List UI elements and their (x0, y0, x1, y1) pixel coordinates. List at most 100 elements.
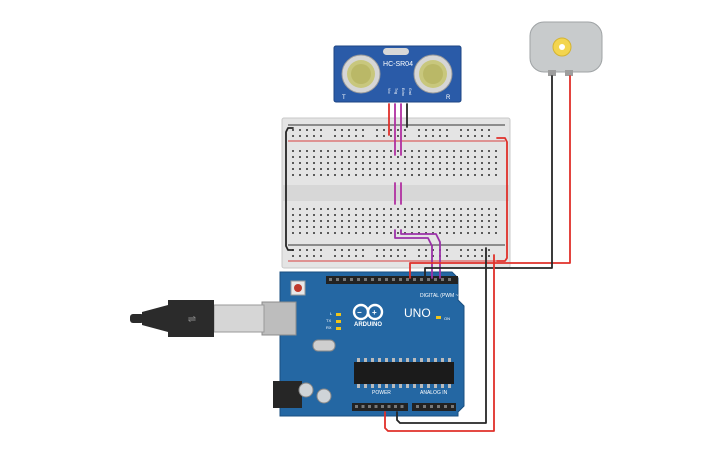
breadboard-hole (327, 220, 329, 222)
power-header (352, 403, 408, 411)
breadboard-hole (299, 168, 301, 170)
breadboard-hole (474, 220, 476, 222)
breadboard-hole (306, 249, 308, 251)
breadboard-hole (320, 255, 322, 257)
breadboard-hole (439, 226, 441, 228)
breadboard-hole (390, 214, 392, 216)
breadboard-hole (334, 255, 336, 257)
breadboard-hole (362, 249, 364, 251)
chip-pin (357, 358, 360, 362)
breadboard-hole (411, 162, 413, 164)
breadboard-hole (460, 249, 462, 251)
breadboard-hole (390, 255, 392, 257)
breadboard-hole (404, 156, 406, 158)
breadboard-hole (292, 162, 294, 164)
breadboard-hole (418, 129, 420, 131)
breadboard-hole (488, 156, 490, 158)
breadboard-hole (460, 129, 462, 131)
breadboard-hole (404, 214, 406, 216)
pin-socket (385, 278, 388, 281)
breadboard-hole (362, 255, 364, 257)
chip-pin (357, 384, 360, 388)
breadboard-hole (495, 156, 497, 158)
breadboard-hole (404, 150, 406, 152)
sensor-pin-label-trig: Trig (394, 88, 398, 94)
digital-pin-sockets (329, 278, 451, 281)
breadboard-hole (306, 156, 308, 158)
led-label-tx: TX (326, 318, 331, 323)
breadboard-hole (383, 220, 385, 222)
breadboard-hole (404, 255, 406, 257)
chip-pin (420, 384, 423, 388)
breadboard-hole (390, 162, 392, 164)
led-label-l: L (330, 311, 333, 316)
breadboard-hole (355, 208, 357, 210)
capacitor (298, 382, 314, 398)
breadboard-hole (439, 162, 441, 164)
breadboard-hole (327, 208, 329, 210)
chip-pin (434, 384, 437, 388)
breadboard-hole (299, 214, 301, 216)
breadboard-hole (432, 162, 434, 164)
pin-socket (437, 405, 440, 408)
breadboard-hole (446, 174, 448, 176)
breadboard-hole (481, 150, 483, 152)
breadboard-hole (355, 174, 357, 176)
breadboard-hole (376, 150, 378, 152)
breadboard-hole (397, 135, 399, 137)
breadboard-hole (383, 156, 385, 158)
breadboard-hole (299, 174, 301, 176)
pin-socket (406, 278, 409, 281)
breadboard-hole (460, 220, 462, 222)
chip-pin (420, 358, 423, 362)
breadboard-hole (453, 174, 455, 176)
breadboard-hole (467, 135, 469, 137)
chip-pin (371, 384, 374, 388)
wire-gnd-to-rail (396, 247, 487, 424)
breadboard-hole (376, 174, 378, 176)
wire-motor-negative (424, 75, 553, 279)
breadboard-hole (376, 129, 378, 131)
breadboard-hole (488, 168, 490, 170)
breadboard-hole (481, 174, 483, 176)
breadboard-hole (376, 214, 378, 216)
breadboard-hole (432, 208, 434, 210)
breadboard-hole (495, 232, 497, 234)
breadboard-hole (481, 232, 483, 234)
breadboard-hole (348, 135, 350, 137)
chip-pin (392, 384, 395, 388)
breadboard-hole (474, 255, 476, 257)
breadboard-hole (362, 168, 364, 170)
breadboard-hole (362, 208, 364, 210)
breadboard-hole (383, 174, 385, 176)
breadboard-hole (397, 249, 399, 251)
breadboard-hole (495, 168, 497, 170)
breadboard-hole (348, 208, 350, 210)
breadboard-hole (481, 249, 483, 251)
breadboard-hole (383, 162, 385, 164)
breadboard-hole (383, 208, 385, 210)
breadboard-hole (306, 162, 308, 164)
breadboard-hole (453, 150, 455, 152)
breadboard-hole (446, 162, 448, 164)
breadboard-hole (313, 232, 315, 234)
breadboard-hole (453, 156, 455, 158)
breadboard-hole (481, 214, 483, 216)
pin-socket (361, 405, 365, 408)
breadboard-hole (327, 156, 329, 158)
breadboard-hole (467, 214, 469, 216)
breadboard-hole (481, 226, 483, 228)
breadboard-hole (383, 232, 385, 234)
breadboard-hole (292, 214, 294, 216)
breadboard-hole (292, 129, 294, 131)
pin-socket (451, 405, 454, 408)
sensor-corner-right-label: R (446, 95, 451, 101)
breadboard-hole (320, 214, 322, 216)
transducer-right (413, 54, 453, 94)
breadboard-hole (390, 156, 392, 158)
breadboard-hole (292, 174, 294, 176)
breadboard-hole (348, 129, 350, 131)
breadboard-hole (467, 150, 469, 152)
chip-pin (448, 384, 451, 388)
breadboard-hole (474, 135, 476, 137)
